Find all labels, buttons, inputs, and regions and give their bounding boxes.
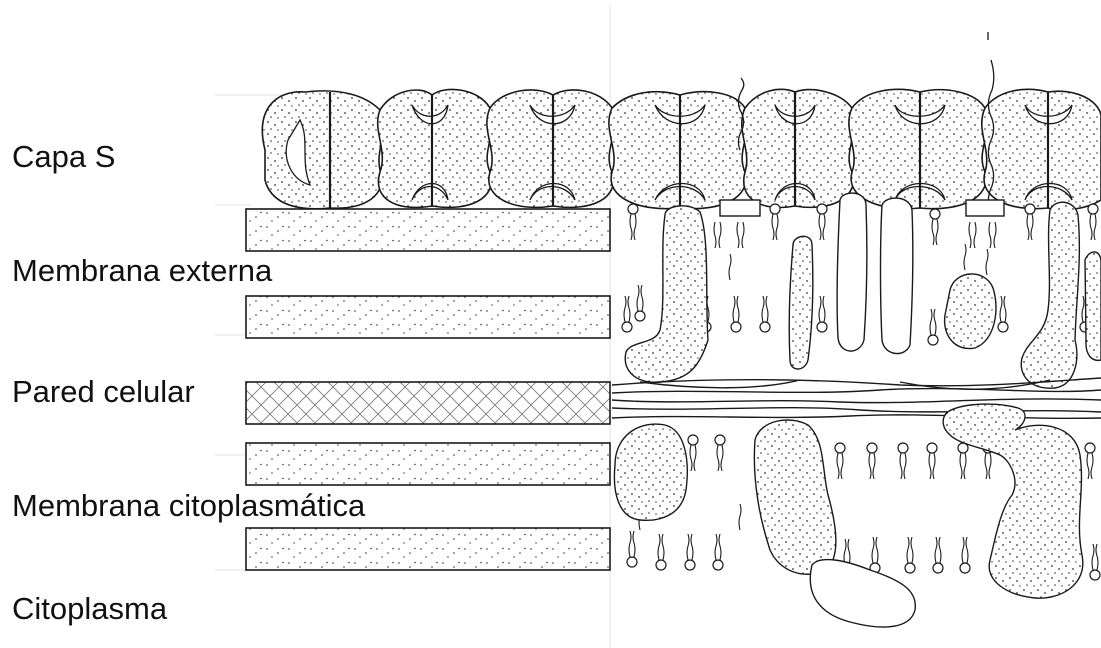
- outer-membrane-protein: [789, 236, 813, 369]
- outer-membrane-protein: [625, 206, 708, 382]
- label-pared-celular: Pared celular: [12, 376, 195, 407]
- cell-wall-fibers: [612, 378, 1101, 418]
- label-citoplasma: Citoplasma: [12, 593, 167, 624]
- cytoplasmic-membrane: [614, 404, 1100, 627]
- outer-membrane-protein: [881, 198, 913, 354]
- s-layer-unit: [262, 91, 383, 209]
- label-membrana-externa: Membrana externa: [12, 255, 272, 286]
- s-layer-unit: [849, 89, 988, 208]
- outer-membrane-protein: [945, 274, 996, 349]
- outer-membrane-bar-bottom: [246, 296, 610, 338]
- s-layer-unit: [378, 89, 493, 207]
- s-layer-unit: [982, 89, 1101, 210]
- cytoplasmic-membrane-bar-top: [246, 443, 610, 485]
- cytoplasmic-membrane-protein: [754, 420, 836, 574]
- s-layer-unit: [742, 89, 855, 207]
- outer-membrane-protein: [837, 193, 867, 351]
- s-layer-unit: [609, 92, 748, 209]
- outer-membrane-protein: [1085, 252, 1101, 360]
- label-membrana-citoplasmatica: Membrana citoplasmática: [12, 490, 365, 521]
- label-capa-s: Capa S: [12, 141, 115, 172]
- cytoplasmic-membrane-bar-bottom: [246, 528, 610, 570]
- cytoplasmic-membrane-protein: [614, 424, 687, 520]
- cytoplasmic-membrane-protein: [810, 560, 915, 627]
- s-layer: [262, 89, 1101, 210]
- outer-membrane-protein: [1021, 202, 1079, 388]
- cell-wall-bar: [246, 382, 610, 424]
- outer-membrane-bar-top: [246, 209, 610, 251]
- outer-membrane: [622, 193, 1101, 388]
- s-layer-unit: [487, 90, 615, 207]
